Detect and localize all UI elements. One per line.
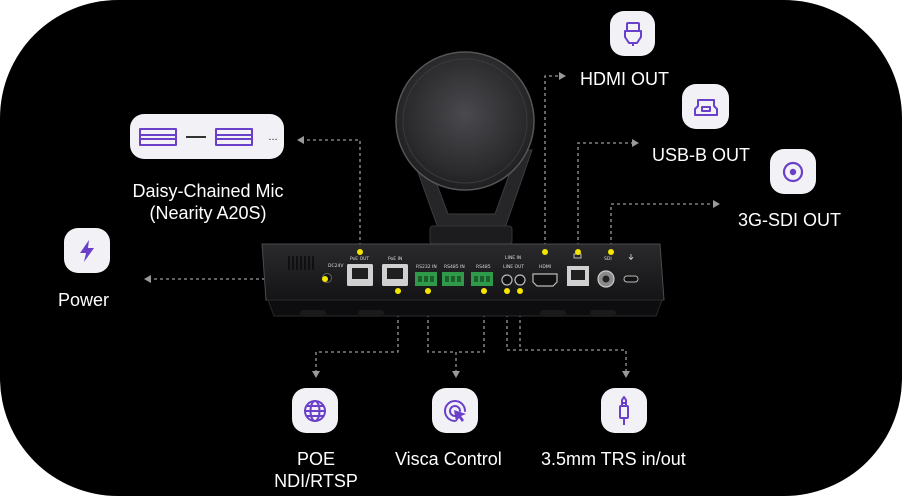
globe-icon [304, 399, 326, 422]
trs-dot-1 [504, 288, 510, 294]
rs232-in-terminal [415, 272, 437, 286]
visca-label: Visca Control [395, 449, 502, 469]
trs-icon-box [601, 388, 647, 433]
ceiling-microphone-icon [139, 127, 254, 146]
mic-label-line1: Daisy-Chained Mic [132, 181, 284, 201]
sdi-panel-label: SDI [604, 257, 612, 262]
poe-dot [395, 288, 401, 294]
sdi-connector-icon [782, 161, 804, 182]
audio-jack-icon [619, 395, 629, 425]
sdi-line [610, 203, 714, 252]
line-in-jack [501, 274, 513, 286]
poe-out-label: PoE OUT [350, 257, 370, 262]
sdi-icon-box [770, 149, 816, 194]
pointer-click-icon [444, 399, 466, 422]
power-label: Power [58, 290, 110, 310]
hdmi-connector-icon [623, 21, 642, 46]
trs-arrow [622, 371, 630, 378]
lightning-bolt-icon [80, 239, 94, 262]
visca-line [427, 290, 457, 372]
hdmi-port [532, 273, 558, 287]
visca-dot-1 [425, 288, 431, 294]
rs485-in-label: RS485 IN [444, 265, 465, 270]
mic-arrow [297, 136, 304, 144]
power-icon-box [64, 228, 110, 273]
hdmi-out-label: HDMI OUT [580, 69, 669, 89]
mic-line [303, 139, 361, 252]
usb-b-out-label: USB-B OUT [652, 145, 751, 165]
power-dot [322, 276, 328, 282]
rs485-terminal [471, 272, 493, 286]
visca-icon-box [432, 388, 478, 433]
trs-label: 3.5mm TRS in/out [541, 449, 686, 469]
visca-dot-2 [481, 288, 487, 294]
mic-icon-box: ... [130, 114, 284, 159]
usb-icon-box [682, 84, 729, 129]
hdmi-icon-box [610, 11, 655, 56]
power-arrow [144, 275, 151, 283]
usb-b-connector-icon [693, 98, 718, 116]
mic-label-line2: (Nearity A20S) [149, 203, 267, 223]
rs232-in-label: RS232 IN [416, 265, 437, 270]
poe-label-line1: POE [296, 449, 335, 469]
sdi-arrow [713, 200, 720, 208]
poe-line [315, 290, 399, 372]
hdmi-panel-label: HDMI [539, 265, 552, 270]
camera-head [395, 51, 535, 191]
hdmi-dot [542, 249, 548, 255]
trs-line [506, 290, 627, 372]
mic-chain-ellipsis: ... [268, 130, 278, 143]
line-out-label: LINE OUT [503, 265, 525, 270]
poe-arrow [312, 371, 320, 378]
mic-dot [357, 249, 363, 255]
usb-line [577, 142, 633, 252]
dc-label: DC24V [328, 264, 344, 269]
sdi-out-label: 3G-SDI OUT [738, 210, 842, 230]
rs485-label: RS485 [476, 265, 491, 270]
sdi-dot [608, 249, 614, 255]
mic-label: Daisy-Chained Mic (Nearity A20S) [118, 180, 298, 224]
usb-c-port [623, 275, 639, 283]
usb-arrow [632, 139, 639, 147]
trs-dot-2 [517, 288, 523, 294]
hdmi-line [544, 75, 560, 252]
poe-in-label: PoE IN [388, 257, 403, 262]
poe-icon-box [292, 388, 338, 433]
hdmi-arrow [559, 72, 566, 80]
poe-label-line2: NDI/RTSP [274, 471, 358, 491]
line-out-jack [514, 274, 526, 286]
poe-label: POE NDI/RTSP [270, 448, 362, 492]
usb-dot [575, 249, 581, 255]
rs485-in-terminal [442, 272, 464, 286]
visca-arrow [452, 371, 460, 378]
line-in-label: LINE IN [505, 256, 522, 261]
